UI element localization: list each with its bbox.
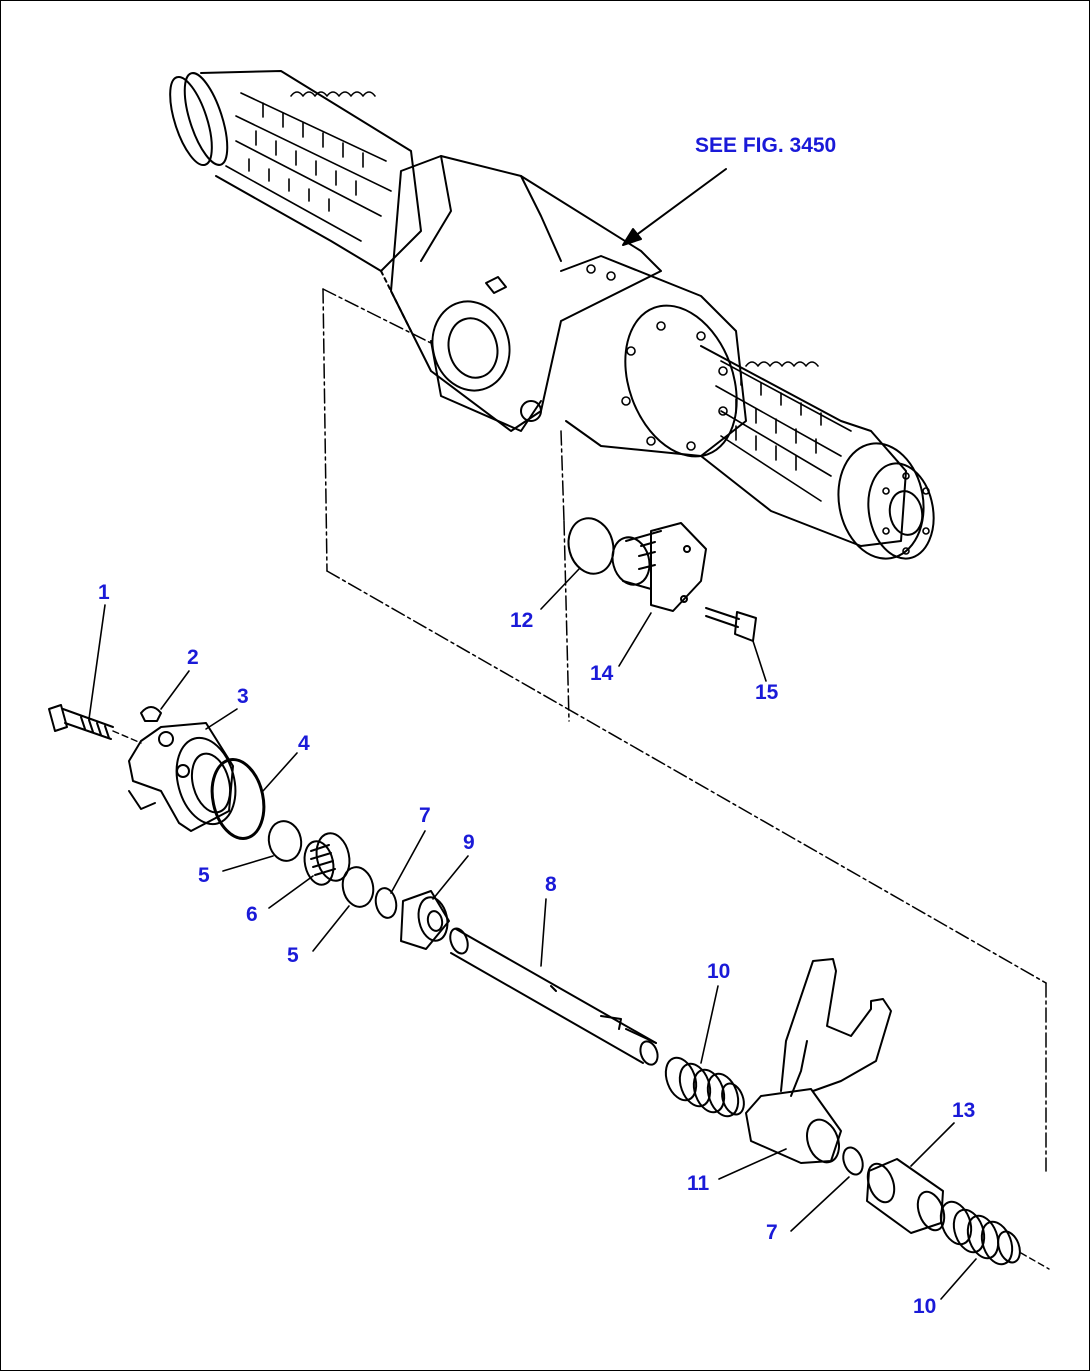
callout-7a: 7 [419,804,431,827]
axis-centerline [112,730,1050,1270]
callout-8: 8 [545,873,557,896]
spring-10b [939,1200,1021,1266]
callout-10a: 10 [707,960,731,983]
reference-arrow [622,168,727,246]
reference-note: SEE FIG. 3450 [695,134,837,157]
spring-10a [664,1056,745,1118]
callout-15: 15 [755,681,779,704]
o-ring-12 [567,517,615,575]
callout-9: 9 [463,831,475,854]
callout-5a: 5 [198,864,210,887]
dashed-assembly-outline [322,288,1047,1172]
piston-6 [303,832,351,886]
axle-housing [169,70,935,560]
callout-6: 6 [246,903,258,926]
bushing-9 [400,890,450,950]
callout-13: 13 [952,1099,976,1122]
ring-5a [267,820,303,862]
cover-assembly [567,517,757,642]
plug-2 [140,706,162,722]
snap-ring-7b [842,1146,864,1176]
callout-4: 4 [298,732,310,755]
sleeve-13 [866,1158,946,1234]
callout-11: 11 [687,1172,710,1195]
callout-14: 14 [590,662,614,685]
snap-ring-7a [374,887,398,919]
o-ring-4 [210,758,266,840]
callout-1: 1 [98,581,110,604]
bolt-1 [48,704,114,740]
callout-7b: 7 [766,1221,778,1244]
shift-fork-11 [745,958,892,1164]
callout-3: 3 [237,685,249,708]
cylinder-3 [128,722,237,832]
leader-lines [88,568,977,1300]
callout-10b: 10 [913,1295,937,1318]
bolt-15 [705,607,757,642]
ring-5b [341,866,375,908]
shaft-8 [449,927,659,1066]
callout-5b: 5 [287,944,299,967]
callout-2: 2 [187,646,199,669]
cover-14 [611,522,707,612]
callout-12: 12 [510,609,534,632]
